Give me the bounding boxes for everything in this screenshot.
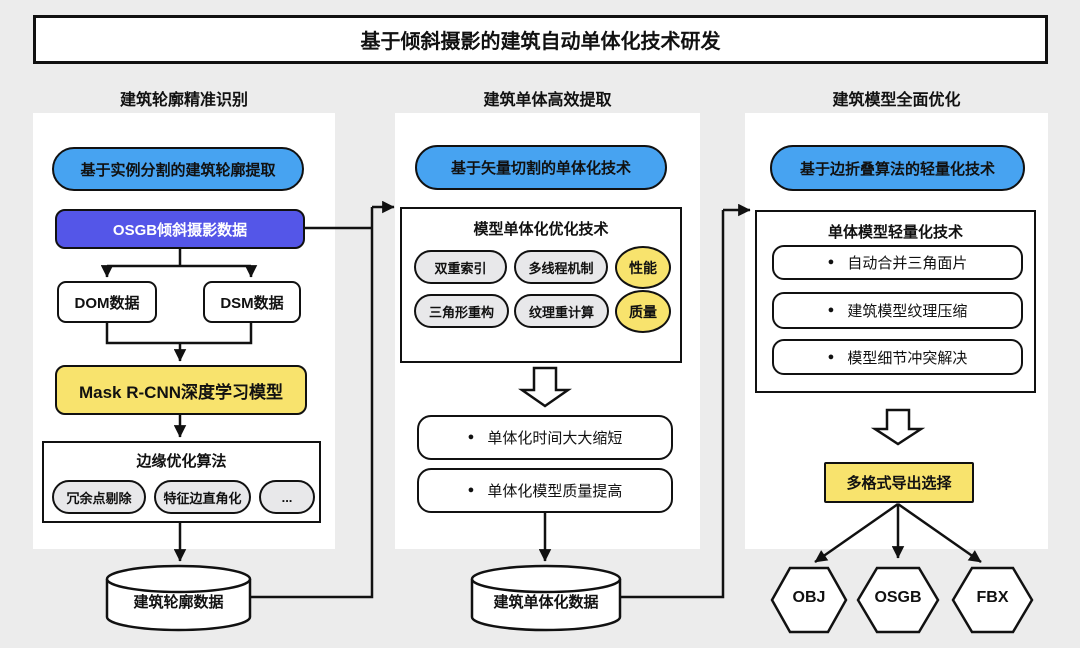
item-text: 自动合并三角面片 xyxy=(847,255,968,272)
hexagon-obj-label: OBJ xyxy=(792,589,826,606)
cylinder-mono-data-label: 建筑单体化数据 xyxy=(493,594,599,611)
light-item-detail-conflict: ● 模型细节冲突解决 xyxy=(772,339,1023,375)
column-header-3: 建筑模型全面优化 xyxy=(832,92,961,109)
pill-triangle-reconstruction: 三角形重构 xyxy=(414,294,509,328)
result-time-reduced: ● 单体化时间大大缩短 xyxy=(417,415,673,460)
osgb-data-box: OSGB倾斜摄影数据 xyxy=(55,209,305,249)
edge-box-title: 边缘优化算法 xyxy=(136,453,227,470)
hexagon-fbx-label: FBX xyxy=(976,589,1009,606)
pill-feature-edge-orthogonalization: 特征边直角化 xyxy=(154,480,251,514)
pill-multithreading: 多线程机制 xyxy=(514,250,608,284)
item-text: 模型细节冲突解决 xyxy=(847,349,968,367)
result-quality-improved: ● 单体化模型质量提高 xyxy=(417,468,673,513)
lightweight-box: 单体模型轻量化技术 ● 自动合并三角面片 ● 建筑模型纹理压缩 ● 模型细节冲突… xyxy=(755,210,1036,393)
pill-redundant-point-removal: 冗余点剔除 xyxy=(52,480,146,514)
pill-dual-index: 双重索引 xyxy=(414,250,507,284)
multi-format-export-box: 多格式导出选择 xyxy=(824,462,974,503)
cylinder-contour-data-label: 建筑轮廓数据 xyxy=(133,594,224,611)
dom-data-box: DOM数据 xyxy=(57,281,157,323)
bullet-icon: ● xyxy=(467,484,475,496)
result-text: 单体化模型质量提高 xyxy=(487,483,623,500)
light-item-merge-triangles: ● 自动合并三角面片 xyxy=(772,245,1023,280)
opt-box-title: 模型单体化优化技术 xyxy=(473,221,609,238)
dsm-data-box: DSM数据 xyxy=(203,281,301,323)
bullet-icon: ● xyxy=(827,304,835,316)
tag-performance: 性能 xyxy=(615,246,671,289)
edge-optimization-box: 边缘优化算法 冗余点剔除 特征边直角化 ... xyxy=(42,441,321,523)
tag-quality: 质量 xyxy=(615,290,671,333)
light-box-title: 单体模型轻量化技术 xyxy=(827,224,963,241)
column-header-2: 建筑单体高效提取 xyxy=(483,92,612,109)
light-item-texture-compression: ● 建筑模型纹理压缩 xyxy=(772,292,1023,329)
hexagon-osgb-label: OSGB xyxy=(874,589,922,606)
page-title: 基于倾斜摄影的建筑自动单体化技术研发 xyxy=(33,15,1048,64)
item-text: 建筑模型纹理压缩 xyxy=(847,303,968,320)
mask-rcnn-box: Mask R-CNN深度学习模型 xyxy=(55,365,307,415)
column-header-1: 建筑轮廓精准识别 xyxy=(119,92,248,109)
method-stadium-instance-segmentation: 基于实例分割的建筑轮廓提取 xyxy=(52,147,304,191)
bullet-icon: ● xyxy=(827,256,835,268)
method-stadium-vector-cutting: 基于矢量切割的单体化技术 xyxy=(415,145,667,190)
bullet-icon: ● xyxy=(467,431,475,443)
pill-texture-recompute: 纹理重计算 xyxy=(514,294,609,328)
bullet-icon: ● xyxy=(827,350,835,363)
method-stadium-edge-collapse: 基于边折叠算法的轻量化技术 xyxy=(770,145,1025,191)
result-text: 单体化时间大大缩短 xyxy=(487,430,623,447)
model-optimization-box: 模型单体化优化技术 双重索引 多线程机制 性能 三角形重构 纹理重计算 质量 xyxy=(400,207,682,363)
pill-ellipsis: ... xyxy=(259,480,315,514)
